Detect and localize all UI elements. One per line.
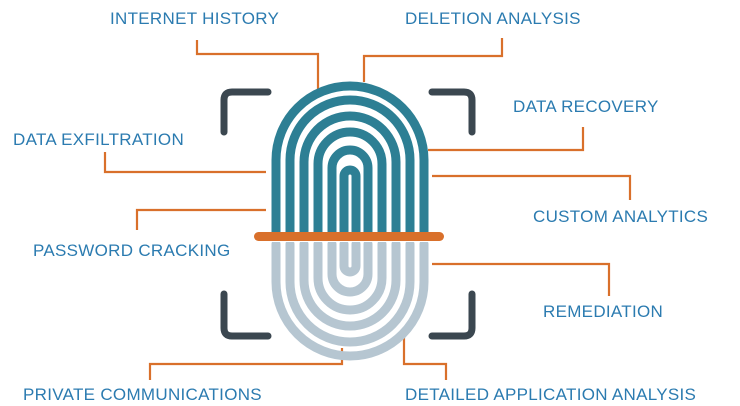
connector-data-exfiltration — [103, 152, 266, 174]
connector-data-recovery — [428, 127, 585, 152]
label-data-exfiltration: DATA EXFILTRATION — [13, 130, 185, 149]
connector-custom-analytics — [432, 174, 632, 200]
label-private-communications: PRIVATE COMMUNICATIONS — [23, 385, 262, 404]
scan-frame-icon — [220, 88, 476, 340]
connector-password-cracking — [135, 208, 266, 230]
label-deletion-analysis: DELETION ANALYSIS — [405, 9, 581, 28]
connector-deletion-analysis — [362, 38, 504, 82]
label-custom-analytics: CUSTOM ANALYTICS — [533, 207, 709, 226]
label-remediation: REMEDIATION — [543, 302, 664, 321]
connector-remediation — [432, 262, 611, 296]
connector-lines — [103, 38, 632, 380]
connector-detailed-application-analysis — [402, 328, 448, 380]
label-password-cracking: PASSWORD CRACKING — [33, 241, 231, 260]
label-detailed-application-analysis: DETAILED APPLICATION ANALYSIS — [405, 385, 697, 404]
scan-bar — [254, 232, 444, 241]
connector-private-communications — [148, 348, 344, 380]
label-data-recovery: DATA RECOVERY — [513, 97, 659, 116]
label-internet-history: INTERNET HISTORY — [110, 9, 280, 28]
fingerprint-icon — [254, 81, 444, 361]
connector-internet-history — [195, 40, 320, 90]
